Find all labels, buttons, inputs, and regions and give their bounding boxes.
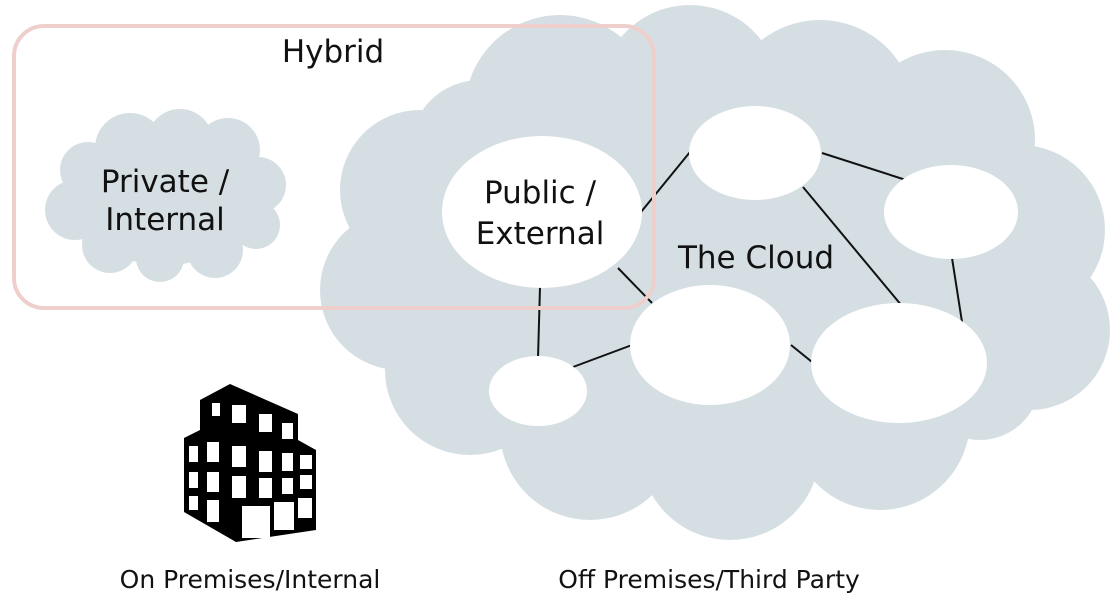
link-top-right — [821, 152, 907, 181]
link-center-bottomright — [790, 344, 813, 363]
node-small — [489, 356, 587, 426]
node-right — [884, 165, 1018, 259]
private-label-line1: Private / — [101, 164, 230, 200]
public-label-line1: Public / — [484, 175, 597, 211]
node-bottom-right — [811, 303, 987, 423]
off-premises-caption: Off Premises/Third Party — [558, 565, 860, 594]
node-public — [442, 136, 642, 288]
private-cloud-shape — [45, 109, 286, 282]
link-public-top — [640, 151, 691, 213]
link-right-bottomright — [951, 257, 963, 323]
link-small-center — [572, 344, 633, 368]
hybrid-label: Hybrid — [282, 34, 384, 70]
private-label-line2: Internal — [105, 202, 224, 238]
hybrid-boundary — [12, 24, 656, 310]
office-building-icon — [184, 384, 316, 542]
link-top-bottomright — [802, 186, 903, 307]
public-label-line2: External — [476, 216, 605, 252]
node-center — [630, 285, 790, 405]
cloud-nodes — [442, 106, 1018, 426]
network-links — [537, 151, 963, 368]
node-top — [689, 106, 821, 200]
link-public-small — [537, 286, 541, 359]
on-premises-caption: On Premises/Internal — [120, 565, 381, 594]
the-cloud-label: The Cloud — [677, 240, 834, 276]
